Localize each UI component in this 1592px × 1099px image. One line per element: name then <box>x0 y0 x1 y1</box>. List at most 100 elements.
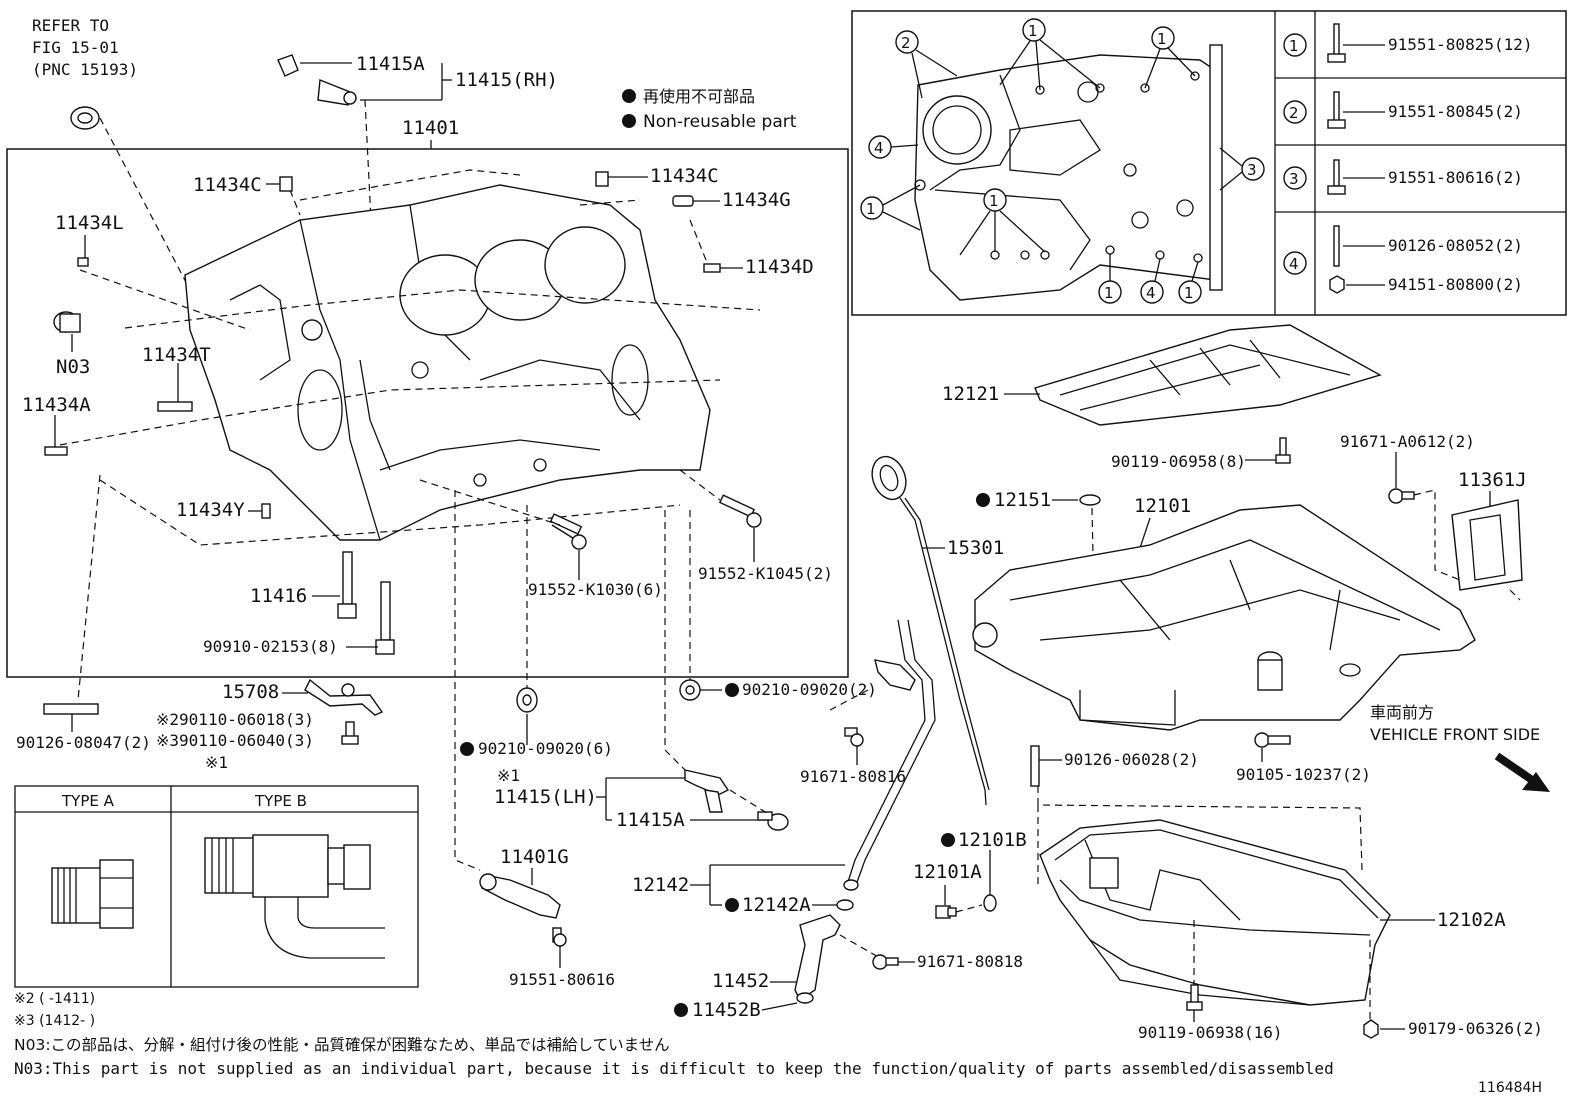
bolt-table-row: 4 90126-08052(2) 94151-80800(2) <box>1283 225 1523 294</box>
pin-icon <box>157 401 193 412</box>
gasket-washer-icon <box>516 687 538 713</box>
label-15708: 15708 <box>222 681 279 703</box>
label-90110-06040: ※390110-06040(3) <box>156 731 314 750</box>
label-11434Y: 11434Y <box>176 499 245 521</box>
label-90210-b: 90210-09020(2) <box>742 680 877 699</box>
svg-text:1: 1 <box>1184 284 1194 302</box>
label-91671-80818: 91671-80818 <box>917 952 1023 971</box>
type-table <box>14 785 419 988</box>
refer-line3: (PNC 15193) <box>32 60 138 79</box>
non-reusable-dot-icon <box>725 683 739 697</box>
legend-jp: 再使用不可部品 <box>643 87 755 106</box>
svg-text:1: 1 <box>1028 22 1038 40</box>
label-11434G: 11434G <box>722 189 791 211</box>
label-11434C-right: 11434C <box>650 165 719 187</box>
oil-pan-upper-12101-icon <box>972 504 1476 731</box>
dipstick-15301-icon <box>871 455 990 806</box>
non-reusable-dot-icon <box>674 1003 688 1017</box>
label-11434T: 11434T <box>142 344 211 366</box>
label-90126-08047: 90126-08047(2) <box>16 733 151 752</box>
oil-jet-rh-icon <box>277 54 357 106</box>
oil-baffle-12121-icon <box>1034 324 1382 426</box>
cover-plate-11361J-icon <box>1451 499 1523 591</box>
type-b-label: TYPE B <box>254 792 307 810</box>
svg-text:2: 2 <box>901 34 911 52</box>
label-11415-lh: 11415(LH) <box>494 786 597 808</box>
label-11361J: 11361J <box>1458 469 1527 491</box>
label-12101B: 12101B <box>958 829 1027 851</box>
label-11415-rh: 11415(RH) <box>455 69 558 91</box>
label-90126-06028: 90126-06028(2) <box>1064 750 1199 769</box>
callout-2-icon: 2 <box>895 30 958 99</box>
svg-text:4: 4 <box>1146 284 1156 302</box>
svg-text:1: 1 <box>1289 37 1299 55</box>
label-11434D: 11434D <box>745 256 814 278</box>
label-90110-06018: ※290110-06018(3) <box>156 710 314 729</box>
label-91671-a0612: 91671-A0612(2) <box>1340 432 1475 451</box>
timing-cover-icon <box>914 44 1223 301</box>
label-91552-k1030: 91552-K1030(6) <box>528 580 663 599</box>
diagram-id: 116484H <box>1478 1080 1542 1096</box>
label-91671-80816: 91671-80816 <box>800 767 906 786</box>
cylinder-block-icon <box>184 184 711 541</box>
non-reusable-dot-icon <box>976 493 990 507</box>
bolt-part-number: 90126-08052(2) <box>1388 236 1523 255</box>
label-11401G: 11401G <box>500 846 569 868</box>
label-11401: 11401 <box>402 117 459 139</box>
bolt-part-number: 91551-80845(2) <box>1388 102 1523 121</box>
note-n03-en: N03:This part is not supplied as an indi… <box>14 1059 1334 1078</box>
pin-icon <box>595 171 609 187</box>
note-3: ※3 (1412- ) <box>14 1013 95 1029</box>
knock-sensor-icon <box>479 873 561 919</box>
label-11452B: 11452B <box>692 999 761 1021</box>
label-11415A-top: 11415A <box>356 53 425 75</box>
non-reusable-dot-icon <box>941 833 955 847</box>
label-90119-06938: 90119-06938(16) <box>1138 1023 1283 1042</box>
label-11416: 11416 <box>250 585 307 607</box>
gasket-washer-icon <box>679 679 701 701</box>
label-11452: 11452 <box>712 970 769 992</box>
pin-icon <box>44 446 68 456</box>
nut-icon <box>1363 1019 1379 1039</box>
pin-icon <box>77 257 89 267</box>
label-12142: 12142 <box>632 874 689 896</box>
label-11434A: 11434A <box>22 394 91 416</box>
non-reusable-dot-icon <box>622 89 636 103</box>
bolt-icon <box>552 927 567 947</box>
bolt-table-row: 3 91551-80616(2) <box>1283 159 1523 195</box>
oil-jet-lh-icon <box>684 769 789 831</box>
label-90910: 90910-02153(8) <box>203 637 338 656</box>
label-11415A-lh: 11415A <box>616 809 685 831</box>
label-15301: 15301 <box>947 537 1004 559</box>
svg-text:4: 4 <box>874 139 884 157</box>
bolt-icon <box>549 513 587 550</box>
pin-icon <box>672 195 694 207</box>
pin-icon <box>279 176 293 192</box>
bolt-table-row: 2 91551-80845(2) <box>1283 91 1523 129</box>
oil-pipe-12142-icon <box>843 619 936 891</box>
callout-1-icon: 1 <box>999 18 1101 91</box>
label-90210-a: 90210-09020(6) <box>478 739 613 758</box>
label-11434C-left: 11434C <box>193 174 262 196</box>
callout-3-icon: 3 <box>1219 147 1265 191</box>
dipstick-guide-11452-icon <box>794 914 841 1004</box>
non-reusable-dot-icon <box>460 742 474 756</box>
label-N03: N03 <box>56 356 90 378</box>
stud-bolt-icon <box>337 551 395 655</box>
svg-text:3: 3 <box>1247 161 1257 179</box>
svg-text:1: 1 <box>989 192 999 210</box>
callout-1-icon: 1 <box>1098 254 1122 304</box>
label-12142A: 12142A <box>742 894 811 916</box>
pin-icon <box>261 503 271 519</box>
oil-pan-lower-12102A-icon <box>1039 819 1391 1006</box>
front-side-jp: 車両前方 <box>1370 703 1434 722</box>
bracket-15708-icon <box>304 678 384 716</box>
stud-bolt-icon <box>43 703 99 715</box>
bolt-part-number: 91551-80825(12) <box>1388 35 1533 54</box>
gasket-washer-icon <box>983 894 997 912</box>
note-n03-jp: N03:この部品は、分解・組付け後の性能・品質確保が困難なため、単品では補給して… <box>14 1036 670 1054</box>
svg-text:1: 1 <box>1157 30 1167 48</box>
o-ring-icon <box>1079 494 1101 506</box>
refer-line2: FIG 15-01 <box>32 38 119 57</box>
stud-bolt-icon <box>1030 745 1040 787</box>
